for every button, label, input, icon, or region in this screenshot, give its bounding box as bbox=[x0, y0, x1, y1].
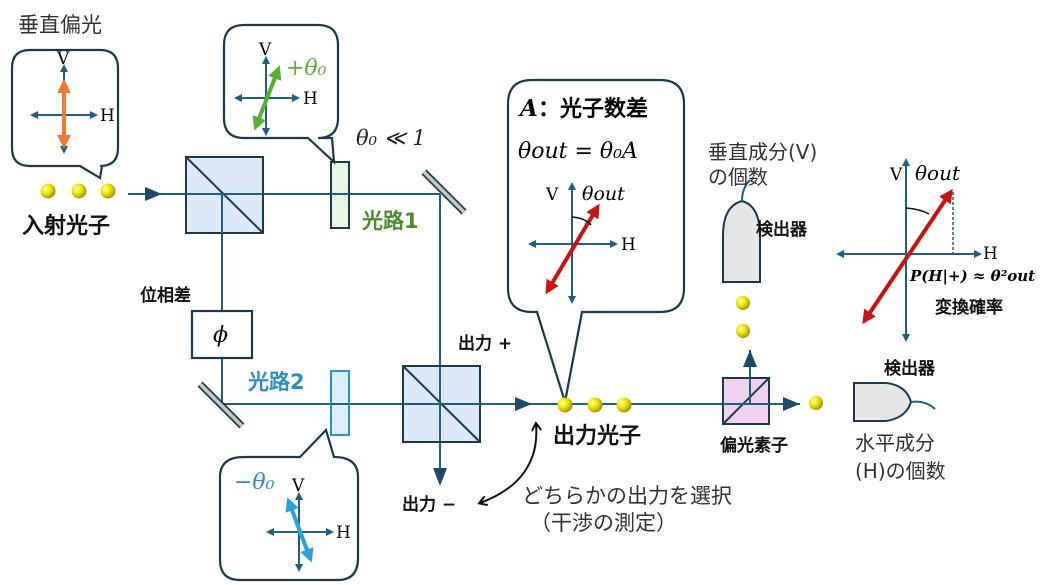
h-label: H bbox=[100, 106, 115, 126]
choose-output-arrow bbox=[480, 424, 536, 503]
output-minus-label: 出力 − bbox=[402, 494, 456, 515]
choose-output-label: どちらかの出力を選択 bbox=[522, 484, 732, 508]
photon bbox=[40, 183, 56, 199]
conversion-probability-label: 変換確率 bbox=[935, 297, 1003, 318]
v-out-arrow bbox=[743, 350, 757, 367]
minus-theta-arrow bbox=[285, 497, 314, 563]
photon bbox=[736, 324, 750, 338]
phase-shifter bbox=[190, 309, 254, 360]
output-photons bbox=[557, 397, 632, 413]
h-label: H bbox=[303, 89, 318, 109]
path1-label: 光路1 bbox=[361, 209, 419, 233]
output-polarization-callout: A ：光子数差 θout = θ₀A V H θout bbox=[506, 78, 686, 403]
detector-v-label: 検出器 bbox=[756, 219, 808, 240]
theta-out-label: θout bbox=[915, 161, 961, 185]
theta-out-label: θout bbox=[582, 183, 625, 205]
plate1-polarization-callout: V H +θ₀ bbox=[222, 23, 340, 165]
photon bbox=[71, 183, 87, 199]
detector-h-label: 検出器 bbox=[884, 358, 936, 379]
phase-symbol: ϕ bbox=[213, 323, 228, 348]
photon bbox=[616, 397, 632, 413]
photon bbox=[809, 396, 823, 410]
theta-condition: θ₀ ≪ 1 bbox=[356, 126, 426, 150]
v-label: V bbox=[545, 185, 559, 205]
vertical-polarization-label: 垂直偏光 bbox=[18, 13, 102, 37]
theta-out-arrow bbox=[862, 188, 953, 325]
photon-number-difference-label: ：光子数差 bbox=[538, 96, 648, 122]
photon bbox=[587, 397, 603, 413]
photon bbox=[736, 296, 750, 310]
phase-difference-label: 位相差 bbox=[140, 285, 191, 306]
conversion-axes: V H θout P(H|+) ≈ θ²out 変換確率 bbox=[836, 158, 1035, 342]
probability-formula: P(H|+) ≈ θ²out bbox=[909, 267, 1035, 285]
output-plus-label: 出力 + bbox=[458, 333, 512, 354]
minus-theta-label: −θ₀ bbox=[234, 470, 275, 495]
h-count-label: 水平成分 bbox=[855, 431, 935, 455]
beam-splitter-1 bbox=[185, 156, 264, 234]
plate2-polarization-callout: V H −θ₀ bbox=[218, 427, 360, 582]
photon bbox=[557, 397, 573, 413]
theta-out-arrow bbox=[545, 203, 600, 295]
v-label: V bbox=[258, 40, 272, 60]
v-count-label: 垂直成分(V) bbox=[708, 140, 817, 164]
polarizer bbox=[722, 377, 770, 425]
input-beam-arrow bbox=[145, 187, 162, 201]
input-photons-label: 入射光子 bbox=[22, 213, 110, 239]
v-label: V bbox=[56, 49, 70, 69]
path2-label: 光路2 bbox=[247, 370, 305, 394]
h-count-label-2: (H)の個数 bbox=[855, 459, 946, 483]
photon-number-difference-var: A bbox=[518, 95, 538, 122]
detector-horizontal bbox=[853, 382, 936, 422]
polarizer-label: 偏光素子 bbox=[720, 435, 788, 456]
h-label: H bbox=[621, 235, 636, 255]
output-photons-label: 出力光子 bbox=[553, 424, 641, 449]
angle-arc bbox=[571, 216, 592, 226]
output-beam-arrow bbox=[515, 397, 532, 411]
theta-out-equation: θout = θ₀A bbox=[518, 139, 638, 164]
detector-vertical bbox=[722, 179, 761, 283]
v-count-label-2: の個数 bbox=[708, 165, 768, 189]
h-out-arrow bbox=[783, 397, 800, 411]
h-label: H bbox=[983, 244, 998, 264]
input-polarization-callout: V H bbox=[10, 48, 120, 180]
output-minus-arrow bbox=[433, 468, 447, 486]
input-photons bbox=[40, 183, 116, 199]
v-label: V bbox=[291, 476, 305, 496]
plus-theta-arrow bbox=[252, 65, 282, 131]
beam-splitter-2 bbox=[402, 365, 481, 443]
plus-theta-label: +θ₀ bbox=[286, 56, 327, 81]
angle-arc bbox=[905, 207, 930, 215]
photon bbox=[100, 183, 116, 199]
v-label: V bbox=[889, 165, 903, 185]
interference-measurement-label: （干渉の測定） bbox=[530, 511, 677, 535]
h-label: H bbox=[336, 523, 351, 543]
